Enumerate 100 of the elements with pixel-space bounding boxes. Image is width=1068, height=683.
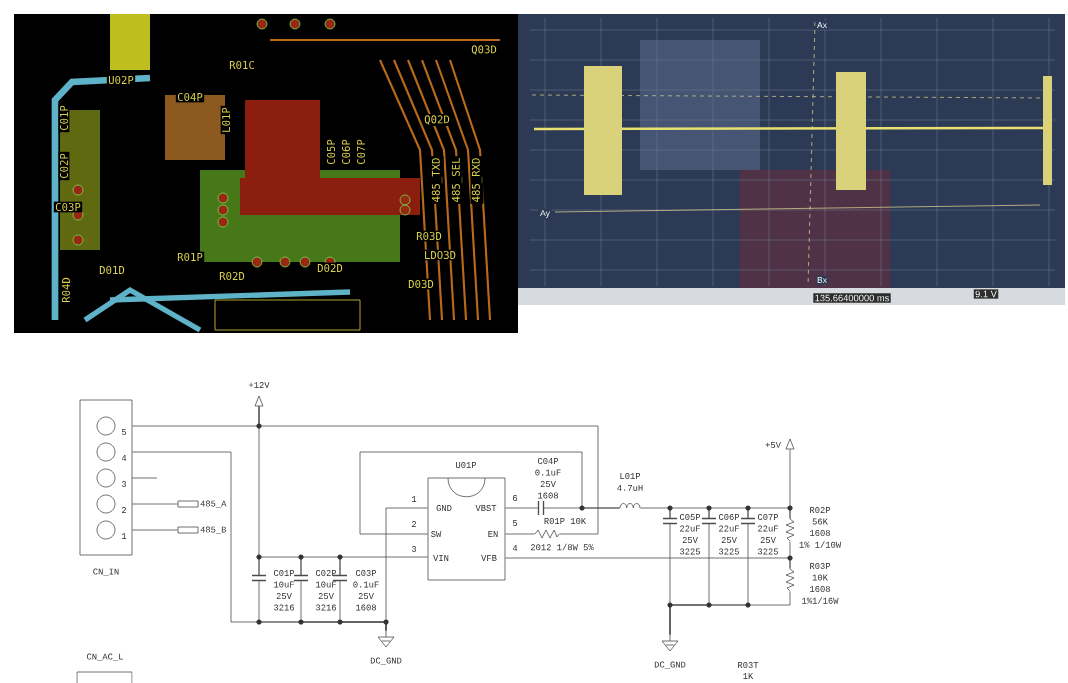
pin-number: 4	[512, 545, 518, 551]
silkscreen-label: D02D	[315, 262, 345, 274]
value-label: 2012 1/8W 5%	[530, 543, 594, 551]
wire	[669, 591, 791, 635]
value-label: 25V	[540, 481, 556, 487]
pin-name: EN	[488, 531, 498, 537]
silkscreen-label: D03D	[406, 278, 436, 290]
silkscreen-label: C01P	[58, 103, 70, 133]
cursor-label: Ax	[815, 20, 829, 30]
wire	[258, 556, 302, 576]
part-label: C02P	[315, 570, 337, 576]
value-label: 22uF	[758, 525, 778, 532]
value-label: 3216	[274, 604, 294, 611]
silkscreen-label: R01C	[227, 59, 257, 71]
wire	[708, 507, 749, 519]
part-label: CN_IN	[93, 568, 119, 576]
part-label: R03T	[738, 662, 759, 668]
silkscreen-label: R04D	[60, 275, 72, 305]
value-label: 1608	[810, 586, 830, 592]
pin-name: SW	[431, 531, 442, 537]
value-label: 10uF	[316, 581, 336, 588]
net-label: DC_GND	[370, 657, 402, 665]
silkscreen-label: C03P	[53, 201, 83, 213]
value-label: 10K	[812, 574, 828, 581]
value-label: 25V	[358, 593, 374, 599]
silkscreen-label: 485_TXD	[430, 156, 444, 204]
readout-display: 135.66400000 ms	[813, 293, 891, 303]
part-label: CN_AC_L	[87, 653, 123, 661]
pin-number: 6	[513, 495, 518, 501]
value-label: 25V	[682, 537, 698, 543]
wire	[669, 507, 710, 519]
value-label: 25V	[276, 593, 292, 599]
wire	[789, 449, 791, 519]
oscilloscope-screen-drawing	[518, 14, 1065, 305]
net-label: +12V	[248, 382, 270, 388]
value-label: 3225	[719, 548, 739, 555]
part-label: C07P	[757, 514, 779, 520]
wire	[747, 507, 791, 519]
part-label: 1K	[743, 673, 754, 679]
wire	[132, 503, 178, 505]
net-label: 485_A	[200, 500, 227, 508]
pin-name: GND	[436, 505, 452, 511]
pin-number: 2	[412, 521, 417, 527]
value-label: 1608	[810, 530, 830, 536]
silkscreen-label: U02P	[106, 74, 136, 86]
value-label: 3225	[680, 548, 700, 555]
value-label: 1608	[356, 604, 376, 611]
wire	[339, 556, 428, 576]
silkscreen-label: C06P	[340, 137, 352, 167]
value-label: 10uF	[274, 581, 294, 588]
pin-number: 3	[411, 546, 417, 552]
part-label: C05P	[679, 514, 701, 520]
part-label: R01P 10K	[544, 518, 587, 524]
silkscreen-label: R02D	[217, 270, 247, 282]
part-label: C04P	[537, 458, 559, 464]
value-label: 1% 1/10W	[799, 541, 842, 548]
net-label: +5V	[765, 442, 781, 448]
value-label: 0.1uF	[535, 469, 561, 476]
pin-number: 1	[412, 496, 417, 502]
silkscreen-label: C05P	[325, 137, 337, 167]
value-label: 25V	[721, 537, 737, 543]
part-label: R03P	[810, 563, 831, 569]
net-label: DC_GND	[654, 661, 686, 669]
silkscreen-label: D01D	[97, 264, 127, 276]
silkscreen-label: R01P	[175, 251, 205, 263]
part-label: L01P	[620, 473, 641, 479]
part-label: U01P	[456, 462, 477, 468]
readout-display: 9.1 V	[973, 289, 999, 299]
value-label: 3225	[758, 548, 778, 555]
silkscreen-label: R03D	[414, 230, 444, 242]
silkscreen-label: C04P	[175, 91, 205, 103]
silkscreen-label: C02P	[58, 151, 70, 181]
wire	[132, 529, 178, 531]
net-label: 485_B	[200, 526, 227, 534]
silkscreen-label: C07P	[355, 137, 367, 167]
silkscreen-label: LDO3D	[422, 249, 458, 261]
silkscreen-label: 485_RXD	[470, 156, 484, 204]
value-label: 22uF	[719, 525, 739, 532]
part-label: C01P	[273, 570, 295, 576]
value-label: 22uF	[680, 525, 700, 532]
part-label: R02P	[810, 507, 831, 513]
pin-name: VIN	[433, 555, 449, 561]
silkscreen-label: 485_SEL	[450, 156, 464, 204]
pcb-layout-drawing	[14, 14, 518, 333]
cursor-label: Ay	[538, 208, 552, 220]
wire	[385, 507, 428, 631]
cursor-label: Bx	[815, 275, 829, 285]
silkscreen-label: L01P	[220, 105, 232, 135]
wire	[300, 556, 341, 576]
value-label: 56K	[812, 518, 828, 525]
pin-number: 5	[512, 520, 518, 526]
part-label: C03P	[355, 570, 377, 576]
silkscreen-label: Q02D	[422, 114, 452, 126]
value-label: 25V	[760, 537, 776, 543]
value-label: 0.1uF	[353, 581, 379, 588]
value-label: 25V	[318, 593, 334, 599]
pin-name: VFB	[481, 555, 497, 561]
wire	[359, 451, 620, 535]
value-label: 1%1/16W	[802, 597, 839, 604]
value-label: 1608	[538, 492, 558, 499]
